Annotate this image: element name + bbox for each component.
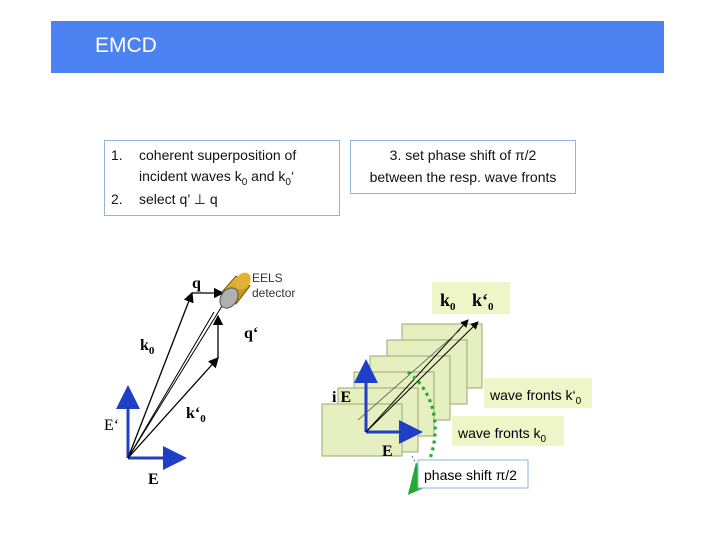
step-text: coherent superposition of [139, 147, 297, 163]
q-prime-label: q‘ [244, 325, 258, 342]
step-text: select q’ ⊥ q [139, 191, 218, 207]
k0-arrow [127, 291, 194, 459]
wavefront-diagram: k0 k‘0 i E E wave fronts k‘0 wave fronts… [321, 282, 592, 495]
steps-box: 1. coherent superposition of incident wav… [104, 140, 340, 216]
k-label-box [432, 282, 510, 314]
detector-label-line2: detector [252, 286, 295, 300]
step-1-continued: incident waves k0 and k0‘ [111, 168, 294, 188]
step-subscript: 0 [285, 176, 291, 188]
wave-fronts-k0-box [452, 416, 564, 446]
ie-label: i E [332, 389, 351, 406]
k0-prime-arrow [127, 357, 219, 459]
step-text: and k [247, 168, 286, 184]
step-number: 2. [111, 191, 123, 207]
scatter-line [127, 305, 223, 459]
phase-box: 3. set phase shift of π/2 between the re… [350, 140, 576, 194]
slide-title: EMCD [95, 34, 157, 57]
step-number: 1. [111, 147, 123, 163]
e-label: E [148, 471, 159, 488]
propagation-line [357, 329, 461, 421]
scatter-line [127, 311, 215, 459]
phase-line-1: 3. set phase shift of π/2 [389, 147, 537, 163]
right-e-label: E [382, 443, 393, 460]
scattering-diagram: q q‘ k0 k‘0 E‘ E EELS detector [104, 271, 295, 488]
k0-prime-label: k‘0 [186, 405, 206, 425]
wave-fronts-k0-prime-label: wave fronts k‘0 [489, 387, 582, 407]
e-prime-label: E‘ [104, 417, 119, 434]
step-2: 2. select q’ ⊥ q [111, 191, 218, 208]
title-bar: EMCD [51, 21, 664, 73]
detector-label-line1: EELS [252, 271, 283, 285]
phase-shift-box [417, 459, 529, 489]
step-text: incident waves k [139, 168, 242, 184]
right-k0-prime-label: k‘0 [472, 290, 494, 313]
step-1: 1. coherent superposition of [111, 147, 296, 163]
wave-fronts-k0-prime-box [484, 378, 592, 408]
right-k0-arrow [365, 319, 469, 433]
right-k0-prime-arrow [365, 321, 479, 433]
q-label: q [192, 275, 201, 292]
step-subscript: 0 [241, 176, 248, 188]
phase-line-2: between the resp. wave fronts [369, 169, 557, 185]
phase-shift-arc [407, 370, 438, 495]
phase-shift-label: phase shift π/2 [424, 467, 517, 483]
eels-detector-icon [219, 272, 251, 309]
right-k0-label: k0 [440, 290, 456, 313]
step-text: ‘ [290, 168, 295, 184]
wave-fronts-k0-label: wave fronts k0 [457, 425, 546, 445]
k0-label: k0 [140, 337, 155, 357]
